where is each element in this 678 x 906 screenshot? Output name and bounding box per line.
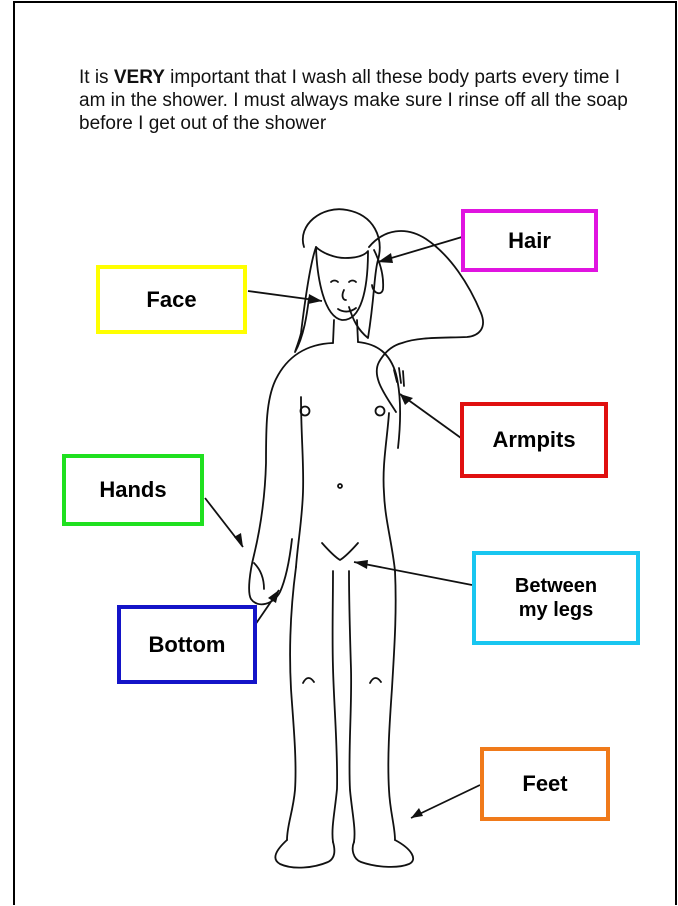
navel: [338, 484, 342, 488]
left-leg: [287, 567, 337, 842]
left-hand-detail: [254, 563, 264, 589]
knees: [303, 678, 381, 683]
bottom-label: Bottom: [117, 605, 257, 684]
feet-label-text: Feet: [522, 772, 567, 796]
neck: [333, 320, 358, 343]
eye-left: [331, 281, 338, 283]
right-breast: [376, 407, 385, 416]
bottom-label-text: Bottom: [149, 633, 226, 657]
feet-arrowhead: [411, 808, 423, 818]
feet: [275, 840, 413, 868]
pubic-area: [322, 543, 358, 560]
bottom-arrowhead: [268, 590, 279, 603]
face-arrowhead: [308, 294, 322, 304]
between-label-line1: Between: [515, 574, 597, 598]
between-arrow-line: [354, 562, 472, 585]
waist-left: [296, 397, 303, 567]
face-label: Face: [96, 265, 247, 334]
eye-right: [349, 281, 356, 283]
armpits-arrowhead: [400, 394, 413, 405]
waist-right: [384, 413, 395, 571]
hands-arrowhead: [234, 533, 243, 547]
hands-label-text: Hands: [99, 478, 166, 502]
mouth: [338, 308, 356, 312]
right-leg: [349, 571, 396, 842]
face-outline: [316, 247, 368, 320]
shoulders-torso: [249, 342, 400, 604]
between-label: Between my legs: [472, 551, 640, 645]
armpits-label: Armpits: [460, 402, 608, 478]
hair-arrowhead: [378, 253, 393, 263]
armpits-label-text: Armpits: [492, 428, 575, 452]
hands-label: Hands: [62, 454, 204, 526]
hair-label-text: Hair: [508, 229, 551, 253]
feet-label: Feet: [480, 747, 610, 821]
between-arrowhead: [354, 560, 368, 569]
face-label-text: Face: [146, 288, 196, 312]
between-label-line2: my legs: [519, 598, 593, 622]
nose: [343, 290, 346, 300]
hair-label: Hair: [461, 209, 598, 272]
